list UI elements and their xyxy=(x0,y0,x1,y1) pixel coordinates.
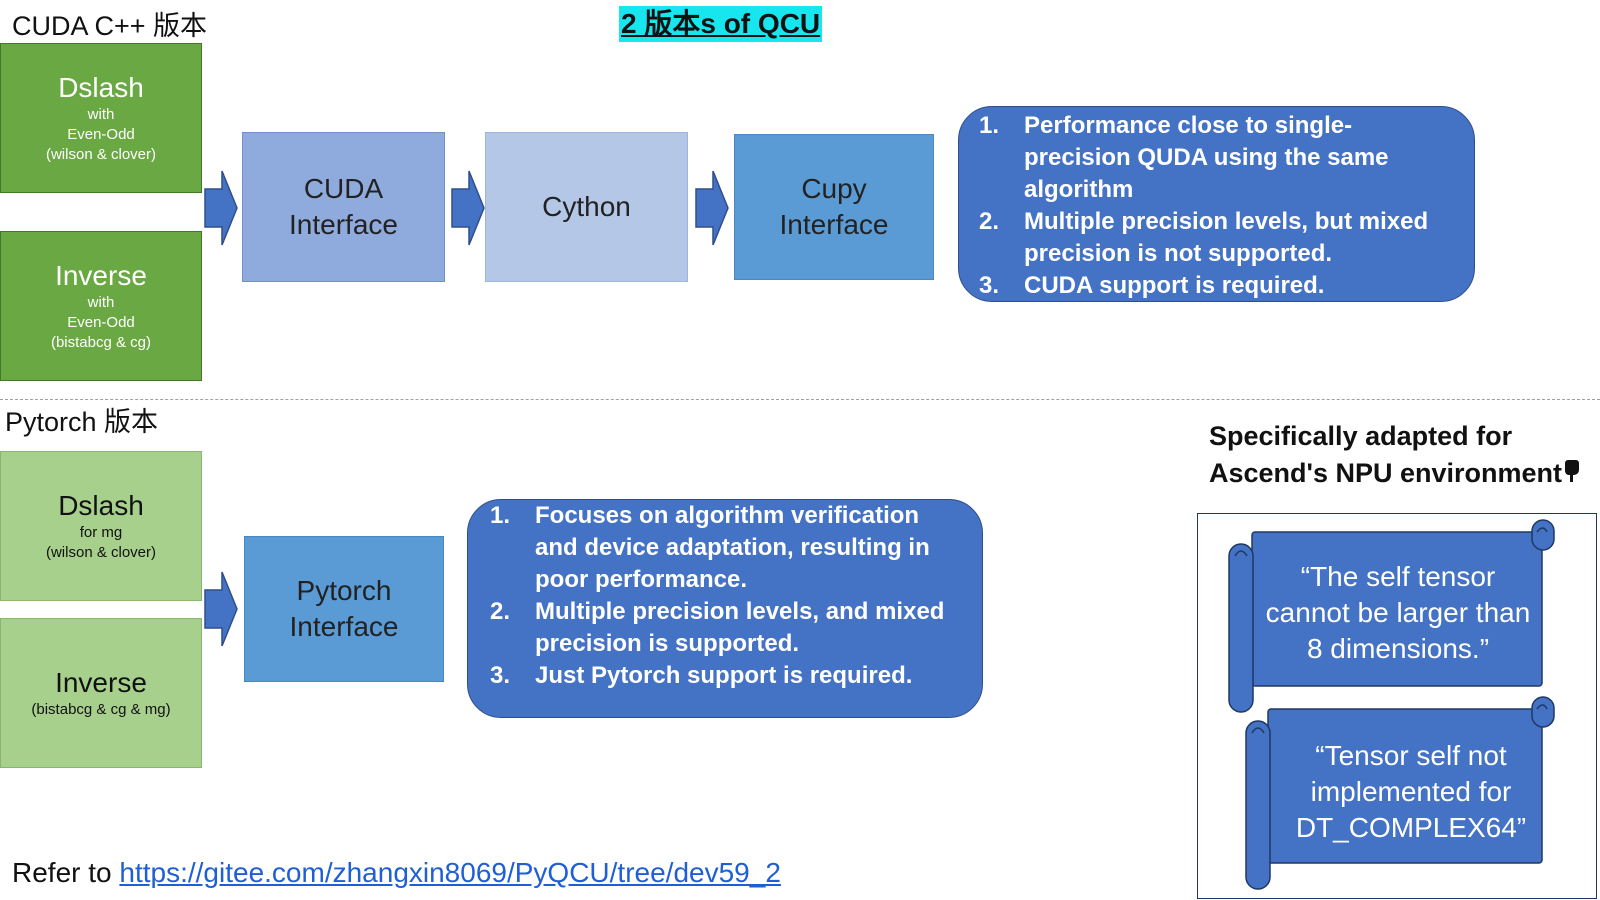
npu-errors-panel xyxy=(1197,513,1597,899)
cuda-inverse-line-2: Even-Odd xyxy=(67,314,135,331)
cuda-notes-callout: 1.Performance close to single-precision … xyxy=(958,106,1475,302)
scroll-banner-1 xyxy=(1228,519,1555,713)
pytorch-interface-box: Pytorch Interface xyxy=(244,536,444,682)
pytorch-dslash-line-1: for mg xyxy=(79,524,123,541)
npu-heading-line-2: Ascend's NPU environment xyxy=(1209,455,1580,492)
npu-heading-line-1: Specifically adapted for xyxy=(1209,421,1513,451)
cuda-interface-line-2: Interface xyxy=(289,209,398,240)
cuda-dslash-box: Dslash with Even-Odd (wilson & clover) xyxy=(0,43,202,193)
pytorch-dslash-line-2: (wilson & clover) xyxy=(45,544,157,561)
cuda-dslash-title: Dslash xyxy=(58,72,144,103)
npu-heading: Specifically adapted for Ascend's NPU en… xyxy=(1209,418,1580,492)
pointing-down-hand-icon xyxy=(1565,460,1580,482)
pytorch-notes-callout: 1.Focuses on algorithm verification and … xyxy=(467,499,983,718)
cupy-interface-line-1: Cupy xyxy=(801,173,867,204)
cuda-inverse-box: Inverse with Even-Odd (bistabcg & cg) xyxy=(0,231,202,381)
pytorch-note-item: 3.Just Pytorch support is required. xyxy=(490,662,913,689)
pytorch-inverse-line-1: (bistabcg & cg & mg) xyxy=(31,701,171,718)
cuda-interface-line-1: CUDA xyxy=(303,173,384,204)
pytorch-dslash-title: Dslash xyxy=(58,490,144,521)
page-title: 2 版本s of QCU xyxy=(619,6,823,42)
section-divider xyxy=(0,399,1600,400)
cuda-inverse-line-3: (bistabcg & cg) xyxy=(50,334,152,351)
scroll-banner-2 xyxy=(1245,696,1555,890)
cython-label: Cython xyxy=(542,191,631,222)
cuda-note-item: 1.Performance close to single-precision … xyxy=(979,112,1389,203)
reference-line: Refer to https://gitee.com/zhangxin8069/… xyxy=(12,857,781,889)
pytorch-dslash-box: Dslash for mg (wilson & clover) xyxy=(0,451,202,601)
pytorch-interface-line-1: Pytorch xyxy=(296,575,392,606)
pytorch-inverse-title: Inverse xyxy=(55,667,147,698)
arrow-right-icon xyxy=(451,170,485,246)
cuda-note-item: 2.Multiple precision levels, but mixed p… xyxy=(979,208,1429,267)
cuda-interface-box: CUDA Interface xyxy=(242,132,445,282)
pytorch-inverse-box: Inverse (bistabcg & cg & mg) xyxy=(0,618,202,768)
cuda-dslash-line-1: with xyxy=(87,106,115,123)
reference-prefix: Refer to xyxy=(12,857,120,888)
cupy-interface-line-2: Interface xyxy=(779,209,889,240)
cuda-inverse-line-1: with xyxy=(87,294,115,311)
pytorch-note-item: 2.Multiple precision levels, and mixed p… xyxy=(490,598,945,657)
cuda-inverse-title: Inverse xyxy=(55,260,147,291)
cupy-interface-box: Cupy Interface xyxy=(734,134,934,280)
reference-link[interactable]: https://gitee.com/zhangxin8069/PyQCU/tre… xyxy=(119,857,781,888)
cython-box: Cython xyxy=(485,132,688,282)
cuda-note-item: 3.CUDA support is required. xyxy=(979,272,1325,299)
cuda-dslash-line-2: Even-Odd xyxy=(67,126,135,143)
cuda-dslash-line-3: (wilson & clover) xyxy=(45,146,157,163)
pytorch-note-item: 1.Focuses on algorithm verification and … xyxy=(490,502,930,593)
arrow-right-icon xyxy=(204,571,238,647)
arrow-right-icon xyxy=(204,170,238,246)
pytorch-interface-line-2: Interface xyxy=(289,611,399,642)
pytorch-section-label: Pytorch 版本 xyxy=(5,407,159,437)
npu-error-2: “Tensor self not implemented for DT_COMP… xyxy=(1295,740,1527,843)
npu-error-1: “The self tensor cannot be larger than 8… xyxy=(1265,561,1531,664)
arrow-right-icon xyxy=(695,170,729,246)
cuda-section-label: CUDA C++ 版本 xyxy=(12,11,208,41)
